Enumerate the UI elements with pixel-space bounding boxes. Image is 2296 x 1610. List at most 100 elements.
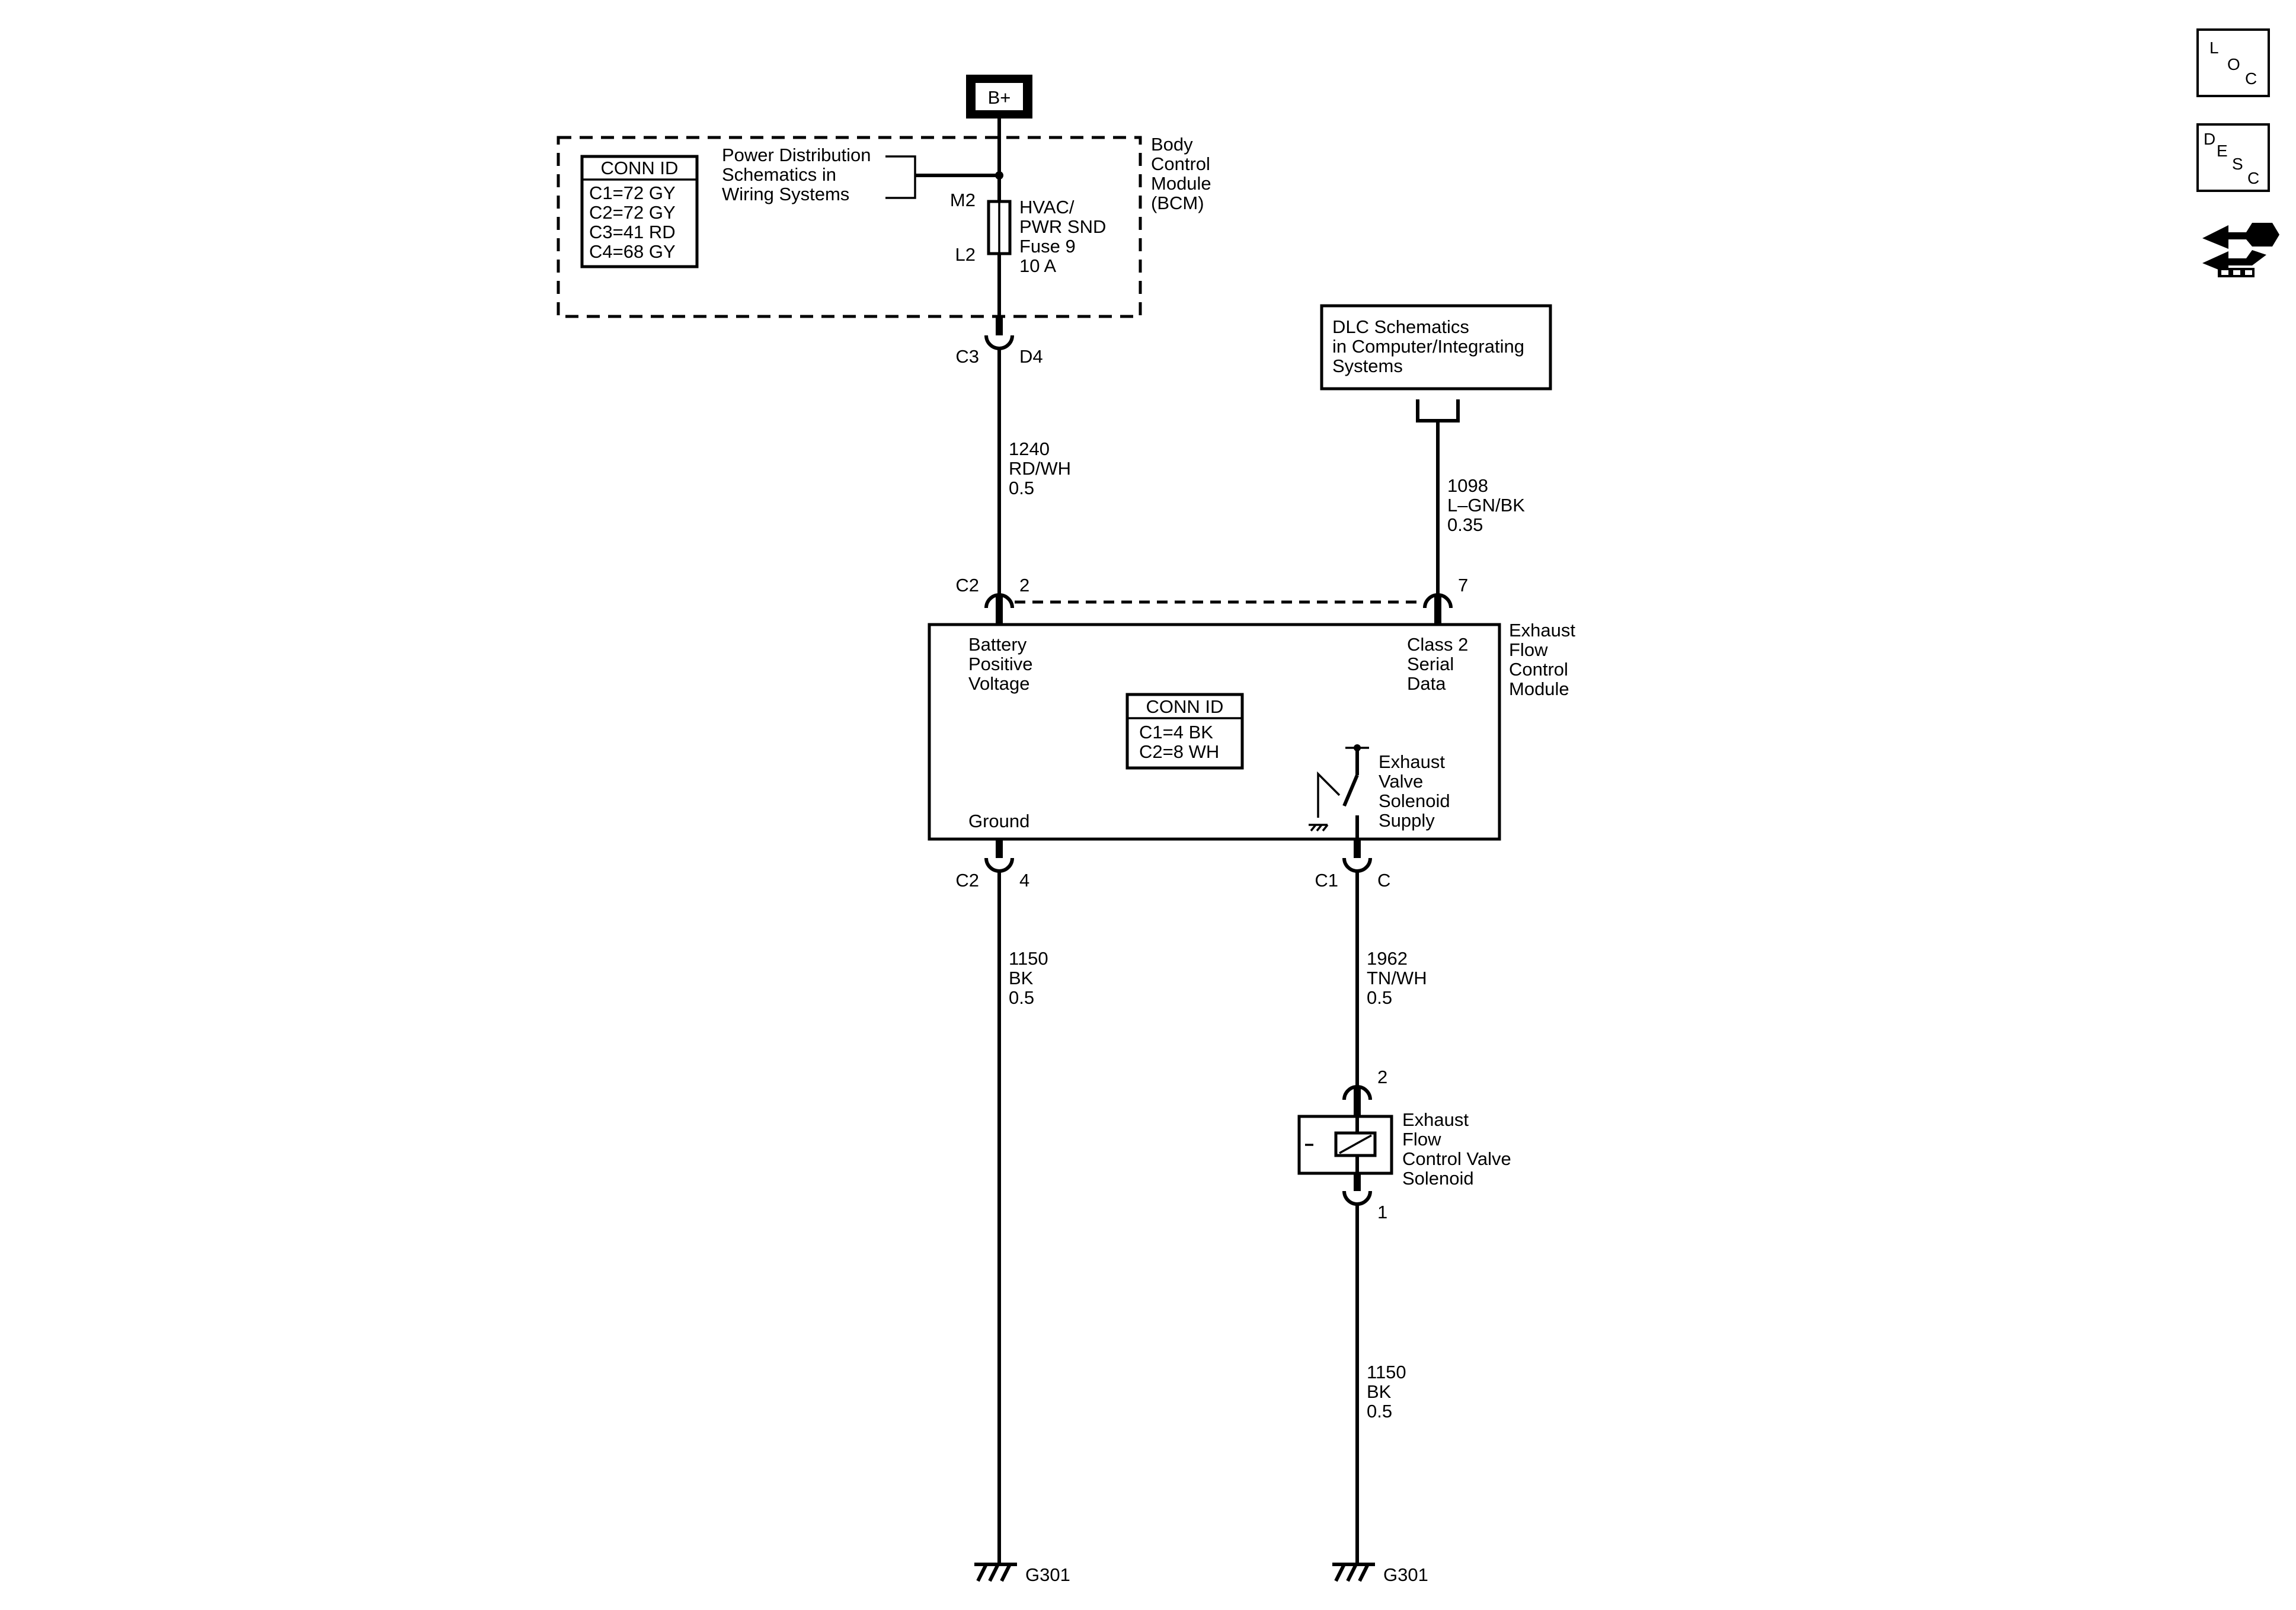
exhaust-flow-control-valve-solenoid: 2 1 Exhaust Flow Control Valve Solenoid: [1297, 1067, 1511, 1222]
wire-1150-right-label: 1150 BK 0.5: [1367, 1362, 1406, 1422]
desc-letter: C: [2247, 169, 2259, 187]
efcm-battery-line: Positive: [968, 654, 1033, 674]
loc-letter: C: [2245, 69, 2257, 88]
efcm-battery-line: Battery: [968, 634, 1027, 655]
desc-button[interactable]: D E S C: [2196, 123, 2270, 192]
bcm-conn-id-row: C2=72 GY: [589, 202, 676, 223]
efcm-bottom-left-pin-label: 4: [1019, 870, 1029, 891]
efcm-battery-line: Voltage: [968, 673, 1029, 694]
wire-1150-left-label: 1150 BK 0.5: [1009, 948, 1048, 1008]
battery-positive-source: B+: [966, 75, 1032, 119]
ground-symbol-right: G301: [1332, 1563, 1428, 1585]
fuse-label-line: 10 A: [1019, 255, 1056, 276]
wire-circuit-number: 1098: [1447, 475, 1488, 496]
solenoid-pin-top: 2: [1377, 1067, 1387, 1087]
wire-circuit-number: 1150: [1367, 1362, 1406, 1382]
loc-letter: L: [2209, 39, 2219, 57]
ground-symbol-left: G301: [974, 1563, 1070, 1585]
bcm-conn-id-title: CONN ID: [601, 158, 679, 178]
bcm-name-line: Body: [1151, 134, 1193, 155]
wire-color: TN/WH: [1367, 968, 1427, 988]
efcm-top-right-pin-label: 7: [1458, 575, 1468, 596]
efcm-conn-id-row: C2=8 WH: [1139, 741, 1219, 762]
fuse-pin-top: M2: [950, 190, 976, 210]
wire-1098-label: 1098 L–GN/BK 0.35: [1447, 475, 1525, 535]
bcm-name-line: Module: [1151, 173, 1211, 194]
hvac-fuse: M2 L2 HVAC/ PWR SND Fuse 9 10 A: [950, 190, 1106, 276]
battery-positive-label: B+: [988, 87, 1011, 108]
bcm-name-line: Control: [1151, 153, 1210, 174]
fuse-label-line: PWR SND: [1019, 216, 1106, 237]
power-dist-ref-line: Power Distribution: [722, 145, 871, 165]
wire-circuit-number: 1150: [1009, 948, 1048, 969]
solenoid-name-line: Exhaust: [1402, 1109, 1469, 1130]
efcm-top-left-pin-label: 2: [1019, 575, 1029, 596]
efcm-name-line: Module: [1509, 678, 1569, 699]
bcm-name: Body Control Module (BCM): [1151, 134, 1211, 213]
wire-color: RD/WH: [1009, 458, 1071, 479]
wire-color: BK: [1009, 968, 1034, 988]
loc-letter: O: [2227, 55, 2240, 73]
efcm-name-line: Control: [1509, 659, 1568, 680]
desc-letter: D: [2204, 130, 2215, 148]
solenoid-pin-bottom: 1: [1377, 1202, 1387, 1222]
dlc-ref-line: Systems: [1332, 356, 1403, 376]
efcm-supply-line: Supply: [1379, 810, 1435, 831]
efcm-solenoid-supply-label: Exhaust Valve Solenoid Supply: [1379, 751, 1450, 831]
bcm-out-pin-label: D4: [1019, 346, 1043, 367]
desc-letter: S: [2232, 155, 2243, 173]
solenoid-name-line: Flow: [1402, 1129, 1441, 1150]
efcm-conn-id-row: C1=4 BK: [1139, 722, 1213, 742]
bcm-conn-id-row: C1=72 GY: [589, 183, 676, 203]
wire-1240-label: 1240 RD/WH 0.5: [1009, 438, 1071, 498]
bcm-module-outline: [557, 136, 1142, 318]
bcm-conn-id-row: C3=41 RD: [589, 222, 676, 242]
efcm-supply-line: Valve: [1379, 771, 1423, 792]
efcm-supply-line: Exhaust: [1379, 751, 1445, 772]
connector-end-view-icon[interactable]: [2202, 223, 2279, 277]
wire-color: BK: [1367, 1381, 1392, 1402]
efcm-name: Exhaust Flow Control Module: [1509, 620, 1575, 699]
efcm-bottom-connectors: C2 4 C1 C: [955, 839, 1390, 891]
efcm-serial-line: Class 2: [1407, 634, 1468, 655]
power-dist-ref-line: Wiring Systems: [722, 184, 849, 204]
wire-gauge: 0.5: [1009, 478, 1034, 498]
efcm-internal-switch: [1309, 744, 1369, 841]
wire-color: L–GN/BK: [1447, 495, 1525, 516]
efcm-top-left-connector-label: C2: [955, 575, 979, 596]
loc-button[interactable]: L O C: [2196, 28, 2270, 97]
solenoid-name-line: Solenoid: [1402, 1168, 1474, 1189]
power-distribution-reference: Power Distribution Schematics in Wiring …: [722, 145, 1003, 204]
bcm-conn-id-table: CONN ID C1=72 GY C2=72 GY C3=41 RD C4=68…: [580, 155, 699, 268]
efcm-bottom-left-connector-label: C2: [955, 870, 979, 891]
dlc-ref-line: in Computer/Integrating: [1332, 336, 1524, 357]
wire-gauge: 0.5: [1367, 1401, 1392, 1422]
efcm-name-line: Exhaust: [1509, 620, 1575, 641]
efcm-conn-id-table: CONN ID C1=4 BK C2=8 WH: [1125, 693, 1244, 770]
efcm-bottom-right-pin-label: C: [1377, 870, 1390, 891]
bcm-out-connector-label: C3: [955, 346, 979, 367]
dlc-ref-line: DLC Schematics: [1332, 316, 1469, 337]
bcm-name-line: (BCM): [1151, 193, 1204, 213]
efcm-serial-line: Data: [1407, 673, 1446, 694]
wire-gauge: 0.35: [1447, 514, 1483, 535]
efcm-bottom-right-connector-label: C1: [1315, 870, 1338, 891]
fuse-label-line: HVAC/: [1019, 197, 1075, 217]
solenoid-name-line: Control Valve: [1402, 1148, 1511, 1169]
wire-gauge: 0.5: [1009, 987, 1034, 1008]
efcm-module-outline: [928, 623, 1501, 841]
efcm-battery-voltage-label: Battery Positive Voltage: [968, 634, 1033, 694]
power-dist-ref-line: Schematics in: [722, 164, 836, 185]
efcm-name-line: Flow: [1509, 639, 1548, 660]
efcm-conn-id-title: CONN ID: [1146, 696, 1224, 717]
wire-circuit-number: 1962: [1367, 948, 1408, 969]
efcm-top-connector: C2 2 7: [955, 575, 1468, 625]
efcm-serial-data-label: Class 2 Serial Data: [1407, 634, 1468, 694]
fuse-label-line: Fuse 9: [1019, 236, 1076, 257]
bcm-conn-id-row: C4=68 GY: [589, 241, 676, 262]
efcm-ground-label: Ground: [968, 811, 1029, 831]
wire-gauge: 0.5: [1367, 987, 1392, 1008]
dlc-reference-box: DLC Schematics in Computer/Integrating S…: [1320, 304, 1552, 391]
wire-1962-label: 1962 TN/WH 0.5: [1367, 948, 1427, 1008]
